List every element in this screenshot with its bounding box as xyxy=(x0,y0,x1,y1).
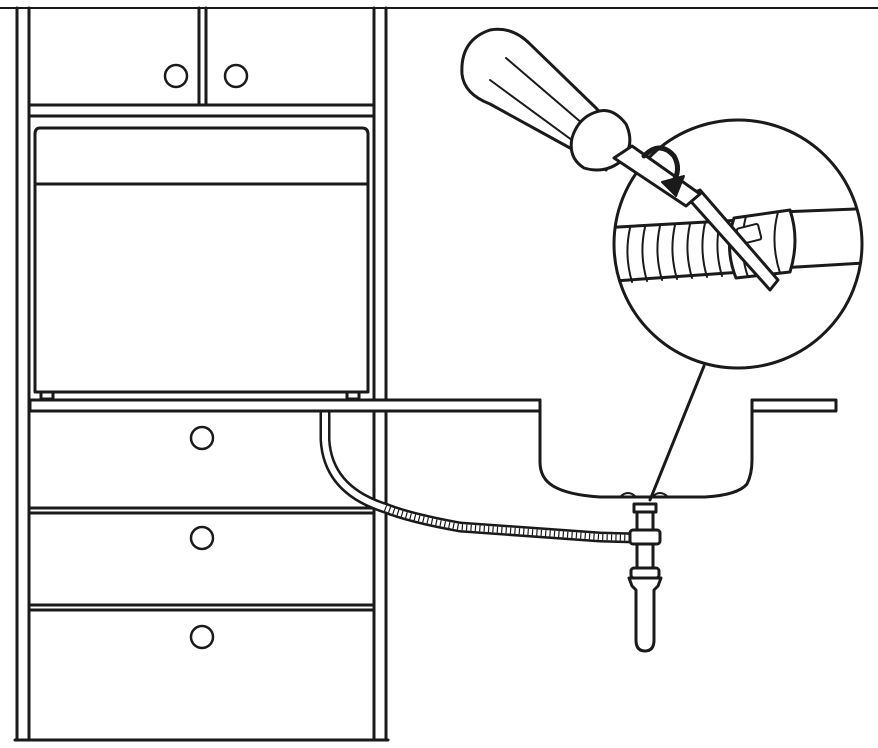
appliance-foot-right xyxy=(345,390,361,401)
drain-opening-left xyxy=(619,492,637,498)
drain-pipe xyxy=(627,502,663,653)
pipe-segment-middle xyxy=(635,542,655,570)
magnifier-circle-outline xyxy=(612,118,864,370)
drain-opening-right xyxy=(651,492,669,498)
countertop-left xyxy=(28,398,542,413)
sink-bowl xyxy=(538,398,754,499)
upper-cabinet-doors xyxy=(27,6,376,118)
countertop xyxy=(28,398,838,413)
drawer-knob-top xyxy=(189,425,215,451)
drawer-knob-middle xyxy=(189,525,215,551)
screwdriver-ferrule xyxy=(569,109,632,172)
detail-hose-ribs xyxy=(626,221,723,283)
drawer-knob-bottom xyxy=(189,624,215,650)
callout-leader-line xyxy=(648,364,706,502)
handle-groove-1 xyxy=(505,57,591,131)
drain-hose xyxy=(319,404,642,544)
clamp-band-edge-right xyxy=(773,211,781,274)
handle-groove-2 xyxy=(489,79,581,147)
appliance-foot-left xyxy=(39,390,55,401)
built-in-appliance xyxy=(33,126,370,401)
countertop-right xyxy=(750,398,838,413)
drawer-stack xyxy=(27,425,376,650)
pipe-segment-upper xyxy=(635,510,655,532)
sink-basin xyxy=(538,398,754,499)
clockwise-arrow-icon xyxy=(641,145,685,197)
door-knob-left xyxy=(163,63,189,89)
drain-trap xyxy=(627,576,663,653)
door-knob-right xyxy=(223,63,249,89)
hose-connector-fitting xyxy=(628,528,662,546)
magnified-detail xyxy=(612,118,864,370)
screwdriver-icon xyxy=(460,27,702,208)
appliance-front-panel xyxy=(33,126,370,394)
tall-cabinet xyxy=(13,6,390,742)
